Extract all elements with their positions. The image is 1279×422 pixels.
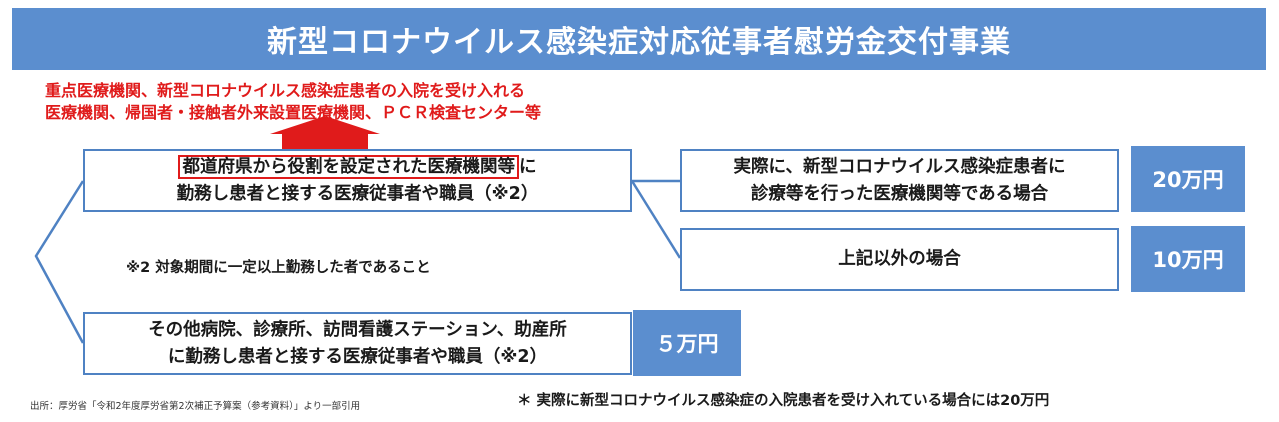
up-arrow-icon [270, 116, 380, 150]
branch-top-line1-rest: に [518, 156, 537, 177]
branch-bottom-line-2: に勤務し患者と接する医療従事者や職員（※2） [167, 346, 548, 367]
case-b-box: 上記以外の場合 [680, 228, 1119, 291]
case-a-box: 実際に、新型コロナウイルス感染症患者に 診療等を行った医療機関等である場合 [680, 149, 1119, 212]
red-callout: 重点医療機関、新型コロナウイルス感染症患者の入院を受け入れる 医療機関、帰国者・… [45, 80, 541, 124]
red-callout-line-2: 医療機関、帰国者・接触者外来設置医療機関、ＰＣＲ検査センター等 [45, 103, 542, 122]
page-title: 新型コロナウイルス感染症対応従事者慰労金交付事業 [12, 8, 1266, 70]
designated-institutions-highlight: 都道府県から役割を設定された医療機関等 [178, 154, 519, 179]
branch-bottom-amount: ５万円 [633, 310, 741, 376]
branch-top-box: 都道府県から役割を設定された医療機関等に 勤務し患者と接する医療従事者や職員（※… [83, 149, 632, 212]
left-bracket-connector [34, 180, 85, 344]
case-b-amount: 10万円 [1131, 226, 1245, 292]
footnote: ＊ 実際に新型コロナウイルス感染症の入院患者を受け入れている場合には20万円 [517, 393, 1050, 409]
source-citation: 出所：厚労省「令和2年度厚労省第2次補正予算案（参考資料）」より一部引用 [30, 401, 361, 412]
case-a-line-1: 実際に、新型コロナウイルス感染症患者に [733, 156, 1066, 177]
branch-bottom-box: その他病院、診療所、訪問看護ステーション、助産所 に勤務し患者と接する医療従事者… [83, 312, 632, 375]
note-2: ※2 対象期間に一定以上勤務した者であること [126, 260, 431, 276]
branch-top-line-2: 勤務し患者と接する医療従事者や職員（※2） [176, 183, 539, 204]
branch-bottom-line-1: その他病院、診療所、訪問看護ステーション、助産所 [148, 319, 567, 340]
case-b-label: 上記以外の場合 [838, 249, 961, 269]
case-a-amount: 20万円 [1131, 146, 1245, 212]
branch-to-case-b-connector [630, 180, 682, 259]
case-a-line-2: 診療等を行った医療機関等である場合 [750, 183, 1049, 204]
red-callout-line-1: 重点医療機関、新型コロナウイルス感染症患者の入院を受け入れる [45, 81, 526, 100]
